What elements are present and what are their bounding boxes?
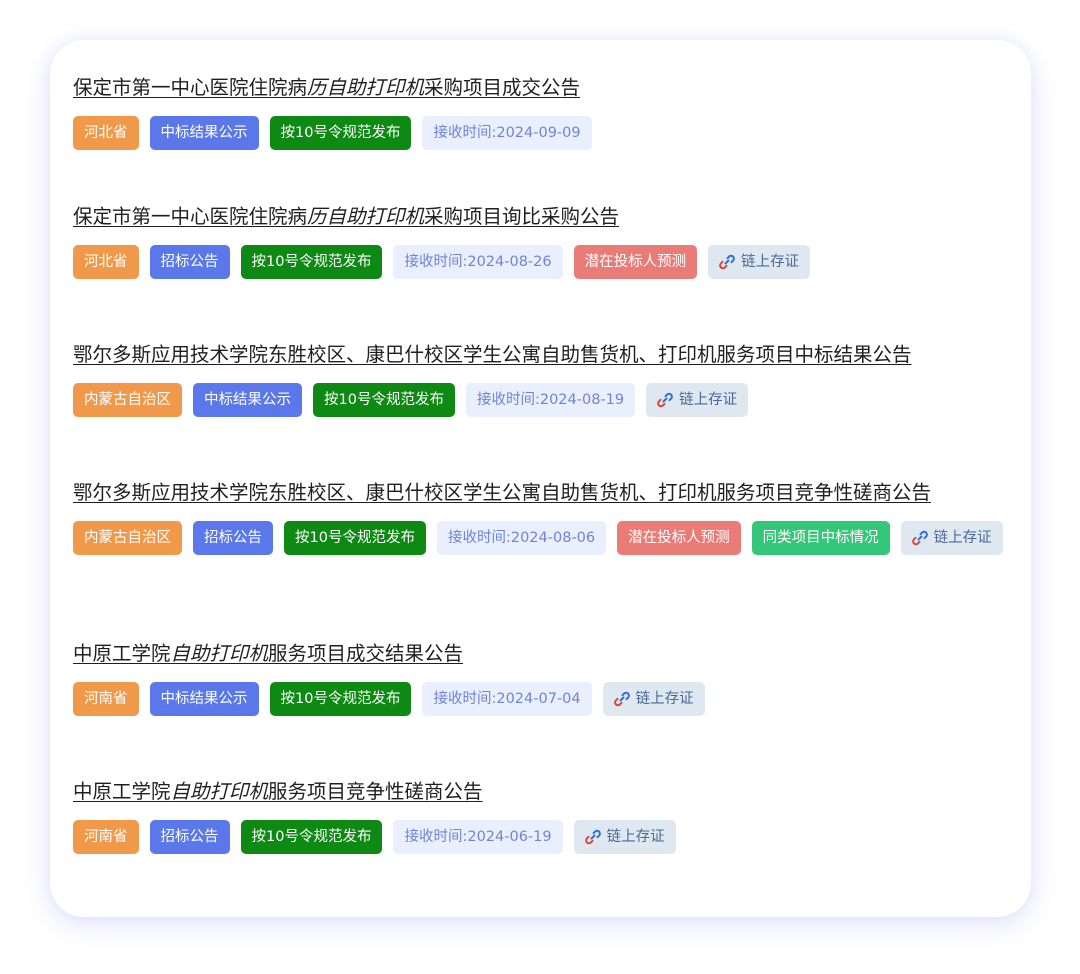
tag-row: 内蒙古自治区 招标公告 按10号令规范发布 接收时间:2024-08-06 潜在… — [73, 521, 1013, 555]
list-item: 中原工学院自助打印机服务项目竞争性磋商公告 河南省 招标公告 按10号令规范发布… — [73, 779, 1013, 854]
list-item: 保定市第一中心医院住院病历自助打印机采购项目成交公告 河北省 中标结果公示 按1… — [73, 75, 1013, 150]
chain-evidence-button[interactable]: 链上存证 — [708, 245, 811, 279]
title-highlight: 历自助打印机 — [307, 205, 425, 228]
announcement-type-tag[interactable]: 中标结果公示 — [193, 383, 302, 417]
list-item: 鄂尔多斯应用技术学院东胜校区、康巴什校区学生公寓自助售货机、打印机服务项目中标结… — [73, 342, 1013, 417]
received-time-tag: 接收时间:2024-06-19 — [393, 820, 563, 854]
title-highlight: 自助打印机 — [170, 642, 269, 665]
result-card: 保定市第一中心医院住院病历自助打印机采购项目成交公告 河北省 中标结果公示 按1… — [50, 40, 1031, 917]
announcement-title-link[interactable]: 中原工学院自助打印机服务项目成交结果公告 — [73, 641, 463, 667]
chain-evidence-label: 链上存证 — [606, 829, 665, 845]
announcement-title-link[interactable]: 鄂尔多斯应用技术学院东胜校区、康巴什校区学生公寓自助售货机、打印机服务项目竞争性… — [73, 480, 931, 506]
title-prefix: 保定市第一中心医院住院病 — [73, 76, 308, 99]
list-item: 中原工学院自助打印机服务项目成交结果公告 河南省 中标结果公示 按10号令规范发… — [73, 641, 1013, 716]
chain-evidence-button[interactable]: 链上存证 — [900, 521, 1003, 555]
title-highlight: 历自助打印机 — [307, 76, 425, 99]
title-text: 鄂尔多斯应用技术学院东胜校区、康巴什校区学生公寓自助售货机、打印机服务项目中标结… — [73, 343, 912, 366]
tag-row: 内蒙古自治区 中标结果公示 按10号令规范发布 接收时间:2024-08-19 … — [73, 383, 1013, 417]
link-icon — [655, 390, 675, 410]
rule-compliance-tag[interactable]: 按10号令规范发布 — [269, 682, 412, 716]
region-tag[interactable]: 河南省 — [73, 682, 139, 716]
link-icon — [612, 689, 632, 709]
announcement-type-tag[interactable]: 中标结果公示 — [149, 682, 259, 716]
announcement-title-link[interactable]: 保定市第一中心医院住院病历自助打印机采购项目成交公告 — [73, 75, 580, 101]
chain-evidence-label: 链上存证 — [635, 691, 694, 707]
region-tag[interactable]: 河北省 — [73, 245, 139, 279]
title-suffix: 采购项目成交公告 — [424, 76, 581, 99]
title-text: 鄂尔多斯应用技术学院东胜校区、康巴什校区学生公寓自助售货机、打印机服务项目竞争性… — [73, 481, 932, 504]
region-tag[interactable]: 内蒙古自治区 — [73, 521, 182, 555]
chain-evidence-button[interactable]: 链上存证 — [573, 820, 676, 854]
tag-row: 河北省 招标公告 按10号令规范发布 接收时间:2024-08-26 潜在投标人… — [73, 245, 1013, 279]
list-item: 鄂尔多斯应用技术学院东胜校区、康巴什校区学生公寓自助售货机、打印机服务项目竞争性… — [73, 480, 1013, 555]
tag-row: 河南省 招标公告 按10号令规范发布 接收时间:2024-06-19 链上存证 — [73, 820, 1013, 854]
announcement-type-tag[interactable]: 招标公告 — [149, 245, 230, 279]
rule-compliance-tag[interactable]: 按10号令规范发布 — [284, 521, 426, 555]
received-time-tag: 接收时间:2024-08-26 — [393, 245, 563, 279]
received-time-tag: 接收时间:2024-08-19 — [465, 383, 636, 417]
title-highlight: 自助打印机 — [170, 780, 269, 803]
announcement-type-tag[interactable]: 中标结果公示 — [149, 116, 259, 150]
chain-evidence-label: 链上存证 — [933, 530, 992, 546]
rule-compliance-tag[interactable]: 按10号令规范发布 — [240, 820, 383, 854]
tag-row: 河南省 中标结果公示 按10号令规范发布 接收时间:2024-07-04 链上存… — [73, 682, 1013, 716]
bidder-prediction-button[interactable]: 潜在投标人预测 — [573, 245, 698, 279]
title-suffix: 服务项目成交结果公告 — [268, 642, 464, 665]
rule-compliance-tag[interactable]: 按10号令规范发布 — [313, 383, 455, 417]
link-icon — [717, 252, 737, 272]
received-time-tag: 接收时间:2024-09-09 — [422, 116, 592, 150]
title-suffix: 采购项目询比采购公告 — [424, 205, 620, 228]
announcement-title-link[interactable]: 鄂尔多斯应用技术学院东胜校区、康巴什校区学生公寓自助售货机、打印机服务项目中标结… — [73, 342, 912, 368]
rule-compliance-tag[interactable]: 按10号令规范发布 — [269, 116, 412, 150]
chain-evidence-button[interactable]: 链上存证 — [602, 682, 705, 716]
chain-evidence-label: 链上存证 — [741, 254, 800, 270]
title-prefix: 中原工学院 — [73, 642, 171, 665]
received-time-tag: 接收时间:2024-08-06 — [436, 521, 607, 555]
announcement-type-tag[interactable]: 招标公告 — [193, 521, 273, 555]
link-icon — [583, 827, 603, 847]
chain-evidence-button[interactable]: 链上存证 — [646, 383, 749, 417]
title-prefix: 保定市第一中心医院住院病 — [73, 205, 308, 228]
similar-projects-button[interactable]: 同类项目中标情况 — [751, 521, 890, 555]
link-icon — [910, 528, 930, 548]
region-tag[interactable]: 河北省 — [73, 116, 139, 150]
title-prefix: 中原工学院 — [73, 780, 171, 803]
bidder-prediction-button[interactable]: 潜在投标人预测 — [617, 521, 741, 555]
list-item: 保定市第一中心医院住院病历自助打印机采购项目询比采购公告 河北省 招标公告 按1… — [73, 204, 1013, 279]
announcement-type-tag[interactable]: 招标公告 — [149, 820, 230, 854]
rule-compliance-tag[interactable]: 按10号令规范发布 — [240, 245, 383, 279]
chain-evidence-label: 链上存证 — [679, 392, 738, 408]
region-tag[interactable]: 河南省 — [73, 820, 139, 854]
announcement-title-link[interactable]: 保定市第一中心医院住院病历自助打印机采购项目询比采购公告 — [73, 204, 619, 230]
received-time-tag: 接收时间:2024-07-04 — [422, 682, 592, 716]
region-tag[interactable]: 内蒙古自治区 — [73, 383, 182, 417]
tag-row: 河北省 中标结果公示 按10号令规范发布 接收时间:2024-09-09 — [73, 116, 1013, 150]
title-suffix: 服务项目竞争性磋商公告 — [268, 780, 483, 803]
announcement-title-link[interactable]: 中原工学院自助打印机服务项目竞争性磋商公告 — [73, 779, 483, 805]
